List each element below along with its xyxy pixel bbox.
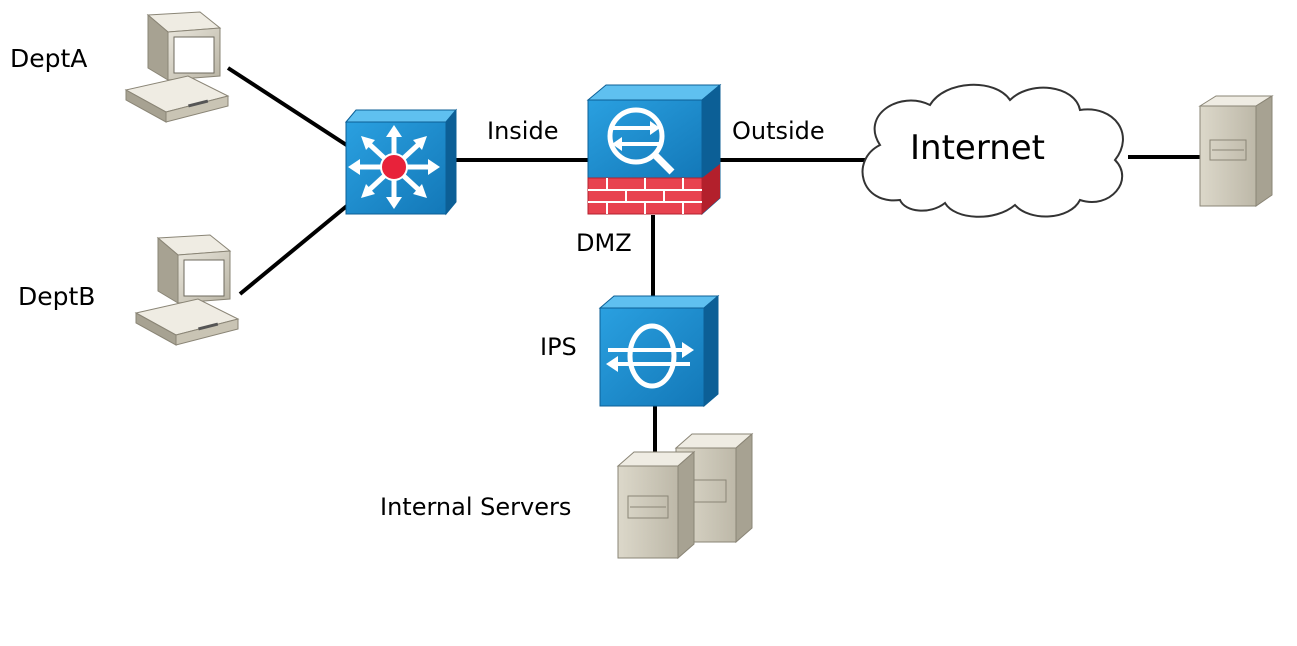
label-outside: Outside [732,117,825,145]
internet-server-icon [1198,95,1274,207]
link-deptb-switch [238,203,350,296]
pc-depta-icon [124,11,230,123]
label-internet: Internet [910,128,1046,168]
internet-cloud-icon [861,83,1124,218]
label-dmz: DMZ [576,229,632,257]
links [226,66,1202,452]
label-internal-servers: Internal Servers [380,493,572,521]
label-inside: Inside [487,117,559,145]
firewall-icon [586,83,722,216]
ips-icon [598,294,720,408]
link-depta-switch [226,66,350,148]
label-deptb: DeptB [18,282,96,311]
label-depta: DeptA [10,44,88,73]
layer3-switch-icon [344,108,458,216]
pc-deptb-icon [134,234,240,346]
internal-servers-icon [616,432,754,560]
label-ips: IPS [540,333,577,361]
